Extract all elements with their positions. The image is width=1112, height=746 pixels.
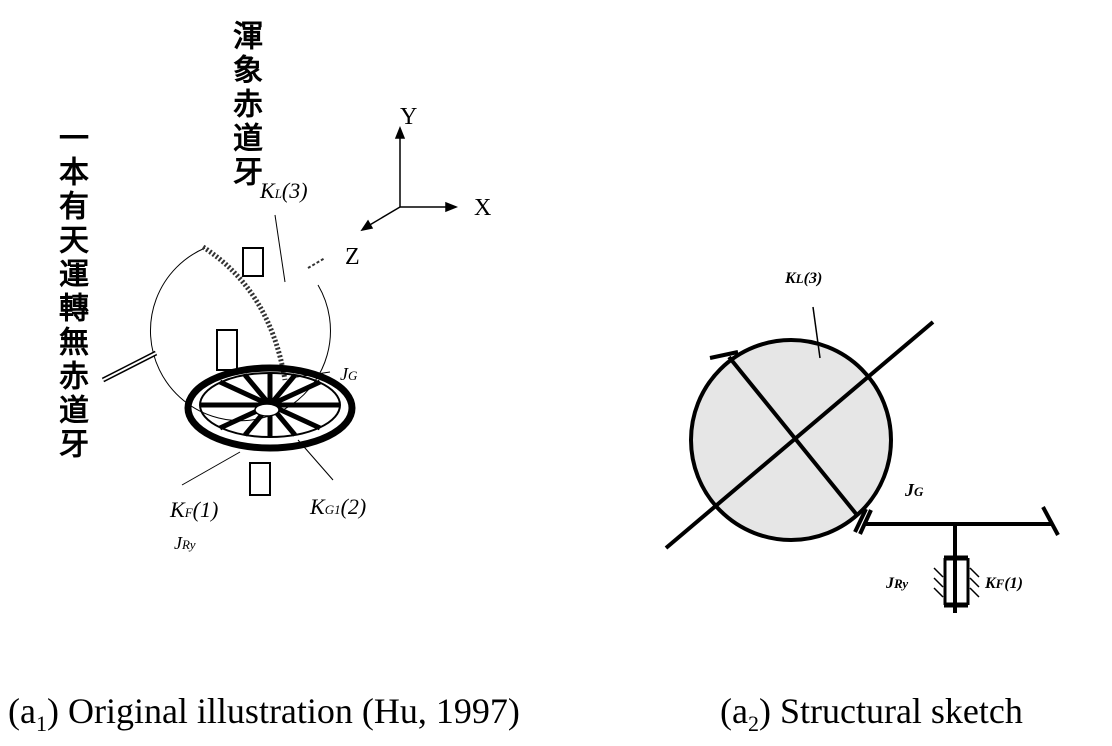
label-kl-right: KL(3)	[785, 270, 823, 287]
label-jry-left: JRy	[174, 533, 196, 553]
bearing-hatch	[933, 567, 980, 598]
structural-sketch	[664, 306, 1060, 613]
axis-label-y: Y	[400, 104, 418, 130]
vertical-caption-chinese-1: 一本有天運轉無赤道牙	[53, 122, 88, 462]
caption-a2: (a2) Structural sketch	[720, 691, 1023, 737]
polar-axis	[664, 320, 935, 550]
axis-label-x: X	[474, 195, 492, 221]
label-jg-right: JG	[905, 480, 924, 500]
caption-a1: (a1) Original illustration (Hu, 1997)	[8, 691, 520, 737]
label-kg1-left: KG1(2)	[310, 494, 367, 519]
label-kl-left: KL(3)	[260, 178, 308, 203]
armillary-sphere-illustration	[101, 214, 356, 496]
label-jg-left: JG	[340, 364, 358, 384]
label-kf-right: KF(1)	[985, 575, 1023, 592]
vertical-caption-chinese-2: 渾象赤道牙	[227, 20, 262, 190]
axis-label-z: Z	[345, 244, 360, 270]
label-jry-right: JRy	[886, 575, 909, 592]
label-kf-left: KF(1)	[170, 497, 219, 522]
coordinate-axes	[360, 125, 459, 232]
equator-gear-axis	[727, 355, 859, 517]
